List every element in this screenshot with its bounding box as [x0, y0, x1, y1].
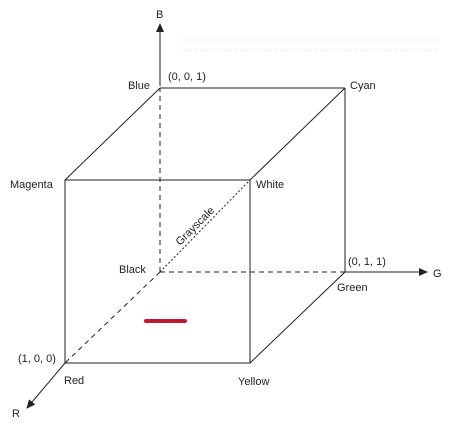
- front-face: [64, 179, 251, 364]
- visible-edges: [64, 87, 346, 364]
- vertex-label-blue: Blue: [128, 80, 150, 92]
- vertex-label-white: White: [256, 179, 284, 191]
- coord-label-green: (0, 1, 1): [348, 256, 386, 268]
- r-axis-label: R: [12, 408, 20, 420]
- grayscale-label: Grayscale: [174, 205, 218, 249]
- edge-black-red: [64, 271, 161, 364]
- vertex-label-red: Red: [64, 375, 84, 387]
- b-axis-label: B: [156, 9, 163, 21]
- grayscale-diagonal: [159, 179, 251, 273]
- vertex-label-cyan: Cyan: [350, 80, 376, 92]
- vertex-label-black: Black: [119, 264, 146, 276]
- r-axis: [26, 362, 66, 409]
- edge-magenta-blue: [64, 87, 161, 181]
- g-axis-label: G: [433, 268, 442, 280]
- coord-label-blue: (0, 0, 1): [168, 71, 206, 83]
- vertex-label-yellow: Yellow: [238, 376, 269, 388]
- coord-label-red: (1, 0, 0): [18, 353, 56, 365]
- vertex-label-green: Green: [337, 282, 368, 294]
- edge-yellow-green: [249, 271, 346, 364]
- background-artifact-lines: [180, 39, 440, 51]
- edge-white-cyan: [249, 87, 346, 181]
- vertex-label-magenta: Magenta: [10, 179, 54, 191]
